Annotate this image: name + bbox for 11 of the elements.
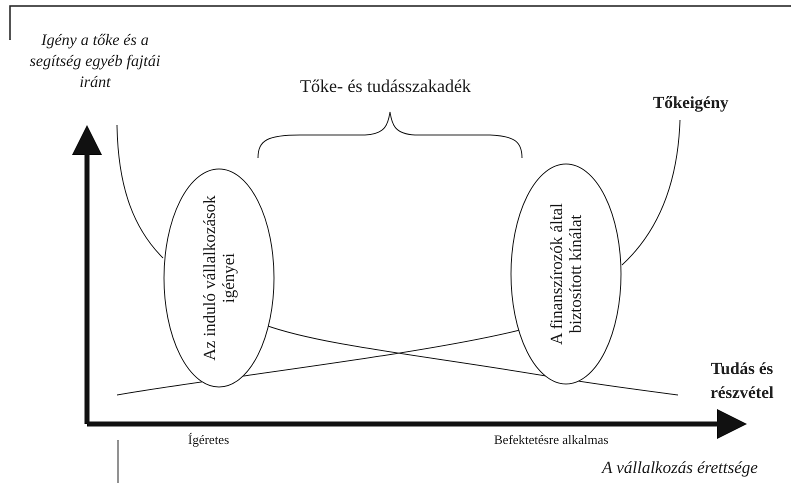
ellipse-node [510, 163, 622, 385]
axis-title: Igény a tőke és a segítség egyéb fajtái iránt [28, 31, 162, 93]
curve-label: Tudás és részvétel [709, 358, 775, 404]
axis-tick-label: Befektetésre alkalmas [494, 432, 608, 448]
axis-title: A vállalkozás érettsége [602, 458, 758, 478]
axis-tick-label: Ígéretes [188, 432, 230, 448]
ellipse-node [163, 168, 275, 388]
ellipse-label: Az induló vállalkozások igényei [200, 194, 238, 363]
ellipse-label: A finanszírozók által biztosított kínálat [547, 202, 585, 347]
curve-label: Tőkeigény [653, 93, 729, 113]
gap-label: Tőke- és tudásszakadék [300, 76, 471, 97]
